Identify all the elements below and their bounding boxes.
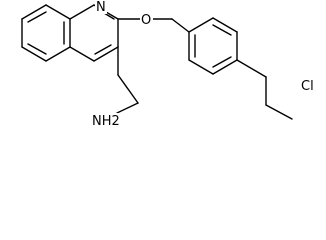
oxygen-label: O (141, 13, 151, 28)
molecule-structure: N O Cl NH2 (21, 0, 314, 129)
nitrogen-label: N (96, 0, 106, 15)
chlorine-label: Cl (301, 79, 314, 94)
amine-label: NH2 (92, 114, 120, 129)
chlorophenoxy-group (117, 17, 293, 120)
aminomethyl-group (116, 46, 139, 114)
